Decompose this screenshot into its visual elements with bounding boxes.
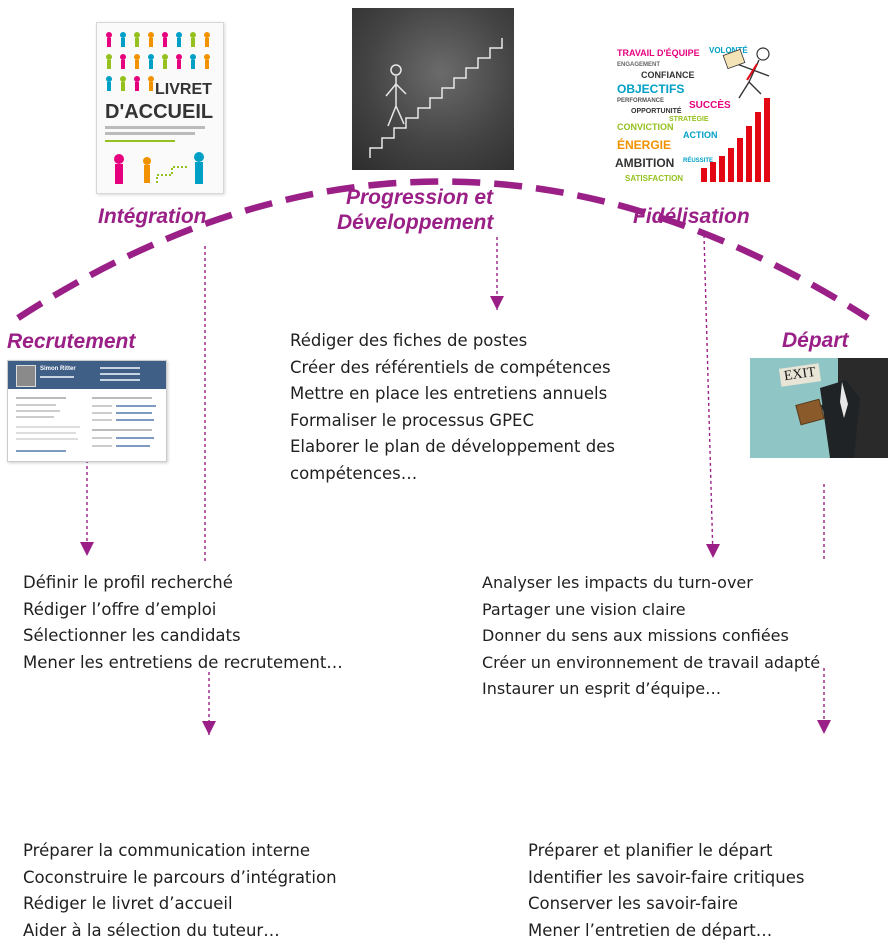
cv-line: [16, 397, 66, 399]
cv-line: [92, 412, 112, 414]
cv-line: [16, 438, 78, 440]
stage-label-recrutement: Recrutement: [7, 330, 136, 353]
cv-line: [92, 437, 112, 439]
list-item: Préparer la communication interne: [23, 841, 310, 860]
list-item: Instaurer un esprit d’équipe…: [482, 679, 722, 698]
list-item: Sélectionner les candidats: [23, 626, 241, 645]
word-ambition: AMBITION: [615, 156, 675, 170]
list-item: Partager une vision claire: [482, 599, 686, 619]
word-satisfaction: SATISFACTION: [625, 174, 684, 183]
list-item: Donner du sens aux missions confiées: [482, 626, 789, 645]
cv-line: [116, 445, 150, 447]
cv-line: [116, 437, 154, 439]
growth-bars-icon: [701, 47, 770, 182]
cv-line: [16, 426, 80, 428]
livret-title-line2: D'ACCUEIL: [105, 101, 214, 123]
stage-label-depart: Départ: [782, 329, 849, 352]
list-item: Préparer et planifier le départ: [528, 841, 773, 860]
cv-line: [100, 379, 140, 381]
word-engagement: ENGAGEMENT: [617, 62, 661, 68]
integration-actions-list: Préparer la communication interne Cocons…: [23, 838, 337, 944]
cv-line: [16, 432, 76, 434]
depart-actions-list: Préparer et planifier le départ Identifi…: [528, 838, 804, 944]
livret-title-line1: LIVRET: [155, 81, 212, 98]
lifecycle-arc: [16, 178, 870, 321]
word-volonte: VOLONTÉ: [709, 46, 748, 55]
list-item: Rédiger l’offre d’emploi: [23, 599, 217, 619]
list-item: Formaliser le processus GPEC: [290, 410, 534, 430]
cv-line: [16, 404, 56, 406]
cv-name: Simon Ritter: [40, 366, 76, 372]
livret-subtitle-bar: [105, 140, 175, 142]
word-performance: PERFORMANCE: [617, 98, 665, 104]
cv-line: [92, 397, 152, 399]
word-opportunite: OPPORTUNITÉ: [631, 108, 682, 115]
cv-line: [16, 450, 66, 452]
cv-image: Simon Ritter: [7, 360, 167, 462]
word-energie: ÉNERGIE: [617, 138, 672, 152]
cv-line: [92, 445, 112, 447]
cv-line: [100, 367, 140, 369]
word-action: ACTION: [683, 130, 718, 140]
stage-label-progression-1: Progression et: [346, 186, 494, 209]
stage-label-progression-2: Développement: [337, 211, 494, 234]
word-conviction: CONVICTION: [617, 122, 674, 132]
exit-image: EXIT: [750, 358, 888, 458]
fidelisation-actions-list: Analyser les impacts du turn-over Partag…: [482, 570, 820, 703]
word-confiance: CONFIANCE: [641, 70, 695, 80]
fidelisation-wordcloud-image: TRAVAIL D'ÉQUIPE VOLONTÉ ENGAGEMENT CONF…: [613, 18, 777, 188]
list-item: Rédiger des fiches de postes: [290, 331, 528, 350]
list-item: Analyser les impacts du turn-over: [482, 573, 753, 592]
stage-label-integration: Intégration: [98, 205, 207, 228]
stage-label-fidelisation: Fidélisation: [633, 205, 750, 228]
recrutement-actions-list: Définir le profil recherché Rédiger l’of…: [23, 570, 343, 676]
arrow-fidelisation: [703, 234, 714, 559]
livret-subtitle-bar: [105, 126, 205, 129]
cv-line: [92, 429, 152, 431]
list-item: Créer des référentiels de compétences: [290, 357, 611, 377]
cv-line: [116, 412, 152, 414]
cv-line: [116, 405, 156, 407]
cv-line: [100, 373, 140, 375]
people-pictograms-icon: [106, 32, 210, 91]
list-item: Mener les entretiens de recrutement…: [23, 652, 343, 672]
list-item: Définir le profil recherché: [23, 573, 233, 592]
word-travail: TRAVAIL D'ÉQUIPE: [617, 48, 700, 58]
people-bottom-icon: [114, 152, 204, 184]
word-succes: SUCCÈS: [689, 100, 731, 111]
list-item: Mettre en place les entretiens annuels: [290, 384, 608, 403]
list-item: Coconstruire le parcours d’intégration: [23, 867, 337, 887]
word-strategie: STRATÉGIE: [669, 116, 709, 123]
list-item: compétences…: [290, 463, 418, 483]
livret-subtitle-bar: [105, 132, 195, 135]
list-item: Identifier les savoir-faire critiques: [528, 867, 805, 887]
cv-line: [92, 405, 112, 407]
cv-avatar: [16, 365, 36, 387]
progression-actions-list: Rédiger des fiches de postes Créer des r…: [290, 328, 615, 487]
list-item: Conserver les savoir-faire: [528, 894, 739, 913]
cv-line: [92, 419, 112, 421]
stairs-icon: [369, 38, 503, 158]
word-reussite: RÉUSSITE: [683, 158, 714, 164]
businessman-leaving-icon: [795, 358, 888, 458]
word-objectifs: OBJECTIFS: [617, 82, 685, 96]
list-item: Créer un environnement de travail adapté: [482, 652, 821, 672]
livret-accueil-image: LIVRET D'ACCUEIL: [96, 22, 224, 194]
cv-line: [16, 416, 54, 418]
cv-line: [16, 410, 60, 412]
list-item: Mener l’entretien de départ…: [528, 920, 773, 940]
list-item: Elaborer le plan de développement des: [290, 437, 615, 456]
staircase-image: [352, 8, 514, 170]
list-item: Rédiger le livret d’accueil: [23, 894, 233, 913]
cv-line: [40, 376, 74, 378]
list-item: Aider à la sélection du tuteur…: [23, 920, 280, 940]
cv-line: [116, 419, 154, 421]
